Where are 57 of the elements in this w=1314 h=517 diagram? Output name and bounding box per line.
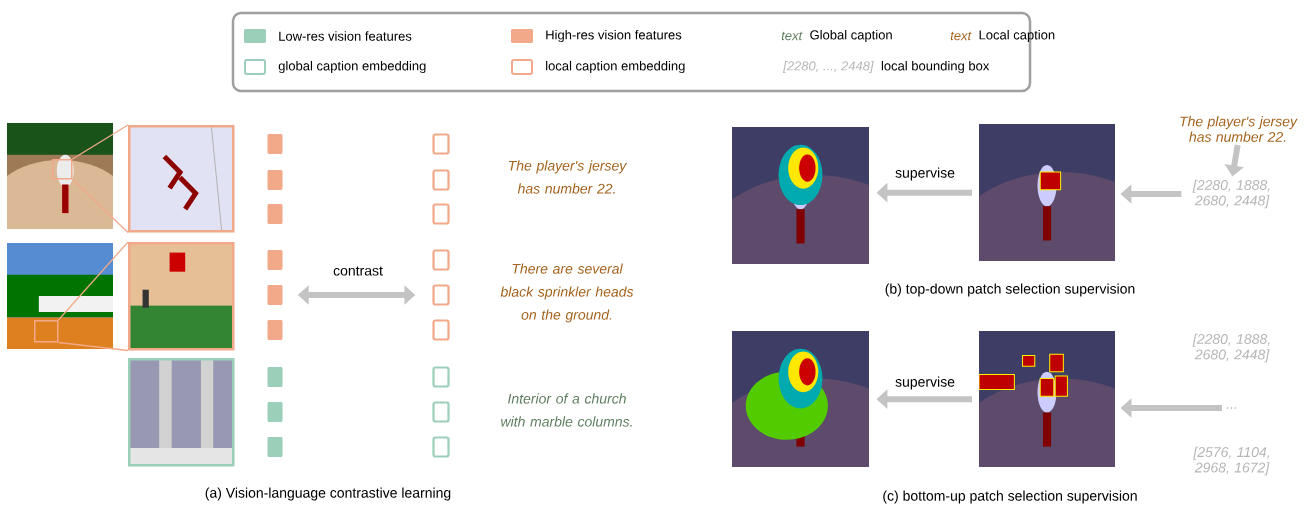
embedding-square — [432, 366, 450, 388]
embedding-square — [432, 203, 450, 225]
feature-square — [267, 170, 283, 190]
embedding-square — [432, 284, 450, 306]
feature-square — [267, 320, 283, 340]
edge-label: contrast — [332, 265, 384, 277]
ellipsis-text: ... — [1226, 407, 1237, 409]
caption-text: There are several black sprinkler heads on the ground. — [500, 263, 634, 323]
embedding-square — [432, 249, 450, 271]
bounding-box-text: [2280, 1888, 2680, 2448] — [1192, 333, 1270, 363]
legend-text: local bounding box — [881, 60, 990, 74]
legend-text: local caption embedding — [546, 60, 685, 74]
edge-label: supervise — [894, 166, 956, 182]
feature-square — [267, 367, 283, 387]
feature-square — [267, 437, 283, 457]
zoom-line — [71, 124, 129, 160]
legend-text: Global caption — [810, 29, 892, 43]
photo — [128, 242, 235, 351]
zoom-line — [57, 341, 129, 352]
photo — [128, 358, 235, 467]
subfigure-caption: (a) Vision-language contrastive learning — [205, 487, 451, 501]
photo — [7, 243, 113, 349]
bounding-box-text: [2576, 1104, 2968, 1672] — [1193, 446, 1270, 476]
caption-text: Interior of a church with marble columns. — [501, 393, 632, 427]
zoom-line — [71, 178, 129, 234]
embedding-square — [432, 436, 450, 458]
legend-sample-text: [2280, ..., 2448] — [782, 60, 874, 74]
edge-label: supervise — [894, 375, 956, 391]
embedding-square — [432, 169, 450, 191]
feature-square — [267, 134, 283, 154]
photo — [979, 124, 1115, 261]
feature-square — [267, 204, 283, 224]
subfigure-caption: (c) bottom-up patch selection supervision — [883, 490, 1137, 504]
photo — [7, 123, 113, 229]
subfigure-caption: (b) top-down patch selection supervision — [885, 283, 1135, 297]
zoom-box — [34, 320, 59, 343]
bounding-box-text: [2280, 1888, 2680, 2448] — [1192, 179, 1270, 209]
photo — [979, 331, 1115, 467]
legend-sample-text: text — [950, 31, 972, 41]
legend-text: Low-res vision features — [279, 31, 412, 41]
feature-square — [267, 402, 283, 422]
embedding-square — [432, 319, 450, 341]
photo — [128, 125, 235, 233]
feature-square — [267, 285, 283, 305]
legend-text: High-res vision features — [546, 29, 682, 43]
zoom-box — [52, 159, 73, 180]
feature-square — [267, 250, 283, 270]
legend-sample-text: text — [781, 31, 803, 41]
embedding-square — [432, 133, 450, 155]
embedding-square — [432, 401, 450, 423]
caption-text: The player's jersey has number 22. — [508, 160, 627, 194]
photo — [732, 331, 869, 467]
photo — [732, 127, 869, 264]
legend-text: global caption embedding — [278, 60, 426, 74]
zoom-line — [57, 241, 129, 321]
legend-text: Local caption — [979, 29, 1055, 43]
caption-text: The player's jersey has number 22. — [1180, 116, 1298, 142]
